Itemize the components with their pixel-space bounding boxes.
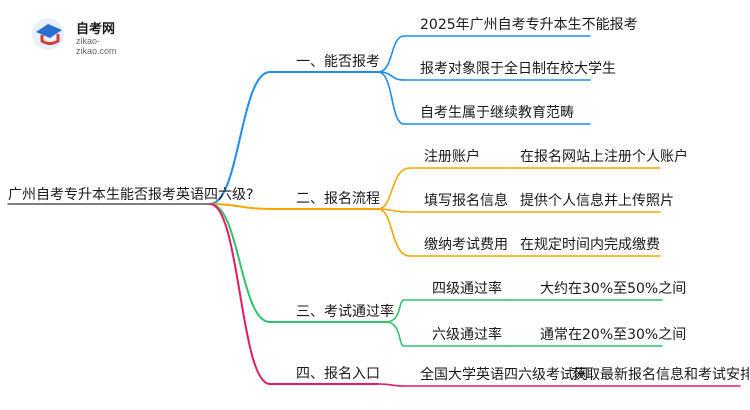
branch-connector-1 — [209, 71, 271, 205]
leaf-connector-2-3 — [377, 208, 411, 257]
leaf-label-2-2: 填写报名信息 — [424, 193, 508, 209]
leaf-connector-2-1 — [377, 167, 411, 210]
branch-connector-2 — [209, 203, 271, 210]
branch-connector-3 — [209, 203, 271, 323]
root-topic: 广州自考专升本生能否报考英语四六级? — [8, 187, 254, 203]
leaf-connector-4-1 — [377, 383, 405, 387]
leaf-detail-3-1: 大约在30%至50%之间 — [540, 281, 687, 297]
leaf-label-3-1: 四级通过率 — [432, 281, 502, 297]
leaf-detail-2-3: 在规定时间内完成缴费 — [520, 237, 660, 253]
leaf-detail-2-1: 在报名网站上注册个人账户 — [520, 149, 688, 165]
leaf-label-1-3: 自考生属于继续教育范畴 — [420, 105, 574, 121]
logo-icon — [32, 18, 64, 50]
branch-label-3: 三、考试通过率 — [296, 304, 394, 320]
leaf-label-1-1: 2025年广州自考专升本生不能报考 — [420, 17, 638, 33]
leaf-label-2-1: 注册账户 — [424, 149, 480, 165]
logo-url: zikao-zikao.com — [76, 36, 117, 56]
leaf-detail-4-1: 获取最新报名信息和考试安排 — [572, 367, 750, 383]
leaf-label-1-2: 报考对象限于全日制在校大学生 — [420, 61, 616, 77]
leaf-label-4-1: 全国大学英语四六级考试网 — [420, 367, 588, 383]
leaf-label-3-2: 六级通过率 — [432, 327, 502, 343]
leaf-connector-3-1 — [385, 299, 405, 323]
leaf-detail-3-2: 通常在20%至30%之间 — [540, 327, 687, 343]
leaf-connector-1-3 — [377, 71, 405, 125]
logo-name: 自考网 — [76, 21, 116, 36]
branch-connector-4 — [209, 203, 271, 385]
leaf-label-2-3: 缴纳考试费用 — [424, 237, 508, 253]
leaf-detail-2-2: 提供个人信息并上传照片 — [520, 193, 674, 209]
leaf-connector-3-2 — [385, 321, 405, 347]
site-logo[interactable]: 自考网 zikao-zikao.com — [30, 16, 140, 56]
leaf-connector-1-1 — [377, 35, 405, 73]
branch-label-2: 二、报名流程 — [296, 191, 380, 207]
branch-label-1: 一、能否报考 — [296, 54, 380, 70]
branch-label-4: 四、报名入口 — [296, 366, 380, 382]
